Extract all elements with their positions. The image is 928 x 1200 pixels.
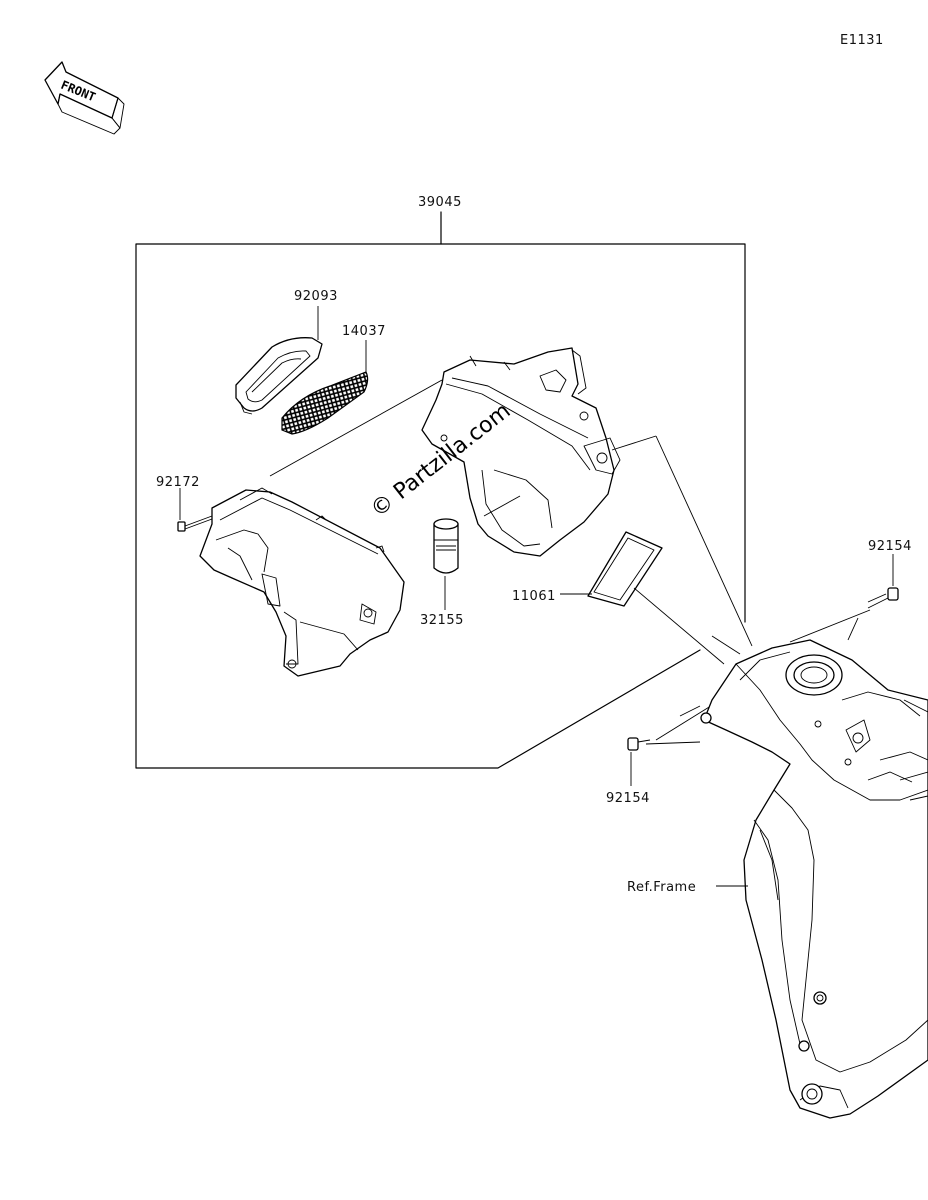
assembly-bracket [135, 211, 746, 769]
label-39045: 39045 [418, 195, 462, 210]
gasket-11061 [587, 531, 663, 607]
motorcycle-frame [700, 639, 928, 1119]
right-duct-half [421, 347, 621, 557]
reference-lines [611, 435, 871, 745]
label-ref-frame: Ref.Frame [627, 880, 696, 895]
label-14037: 14037 [342, 324, 386, 339]
front-arrow-icon: FRONT [44, 61, 125, 135]
label-92154-right: 92154 [868, 539, 912, 554]
bolt-92154-lower [627, 737, 651, 751]
mesh-screen [281, 371, 369, 435]
bolt-92154-right [867, 587, 899, 609]
cylinder-32155 [433, 518, 459, 574]
label-32155: 32155 [420, 613, 464, 628]
label-11061: 11061 [512, 589, 556, 604]
left-duct-half [199, 487, 405, 677]
screw-92172 [177, 515, 213, 532]
label-92093: 92093 [294, 289, 338, 304]
air-duct-cover [235, 337, 323, 415]
diagram-code: E1131 [840, 33, 884, 48]
label-92154-lower: 92154 [606, 791, 650, 806]
label-92172: 92172 [156, 475, 200, 490]
